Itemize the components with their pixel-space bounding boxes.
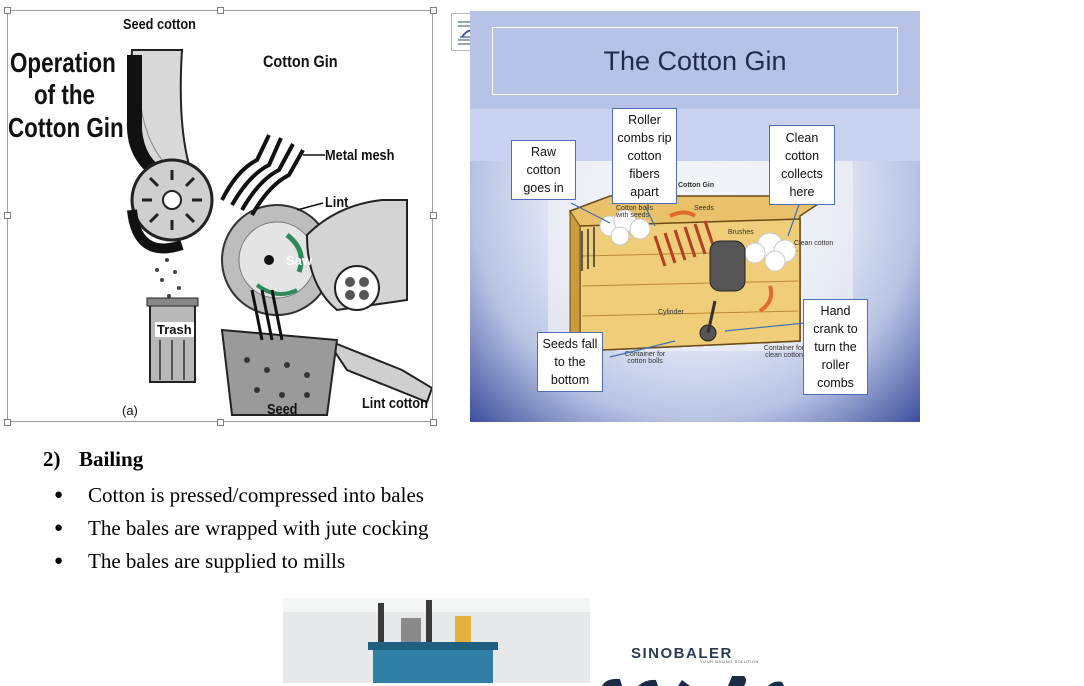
seed-cotton-label: Seed cotton bbox=[123, 16, 196, 33]
machine-clean-cotton-label: Clean cotton bbox=[794, 240, 834, 247]
resize-handle-top-middle[interactable] bbox=[217, 7, 224, 14]
bullet-text: The bales are supplied to mills bbox=[88, 549, 346, 573]
cut-off-heading-graphic bbox=[602, 676, 784, 686]
cotton-gin-diagram bbox=[126, 49, 434, 416]
section-title: Bailing bbox=[79, 447, 144, 471]
bullet-icon: ● bbox=[54, 520, 64, 536]
lint-cotton-label: Lint cotton bbox=[362, 395, 428, 412]
trash-label: Trash bbox=[155, 322, 194, 337]
cotton-gin-machine-illustration bbox=[548, 161, 853, 358]
figure1-title-line-2: of the bbox=[34, 79, 95, 110]
cotton-gin-slide-image[interactable]: The Cotton Gin Cotton Gin bbox=[470, 11, 920, 422]
resize-handle-middle-left[interactable] bbox=[4, 212, 11, 219]
sinobaler-logo: SINOBALER bbox=[631, 645, 733, 662]
baling-machine-graphic bbox=[283, 598, 590, 683]
section-heading: 2) Bailing bbox=[43, 447, 143, 472]
callout-clean-cotton: Clean cotton collects here bbox=[769, 125, 835, 205]
lint-label: Lint bbox=[325, 194, 349, 211]
callout-seeds-fall: Seeds fall to the bottom bbox=[537, 332, 603, 392]
cotton-gin-label: Cotton Gin bbox=[263, 52, 338, 71]
callout-hand-crank: Hand crank to turn the roller combs bbox=[803, 299, 868, 395]
machine-cotton-gin-label: Cotton Gin bbox=[678, 182, 715, 189]
bullet-icon: ● bbox=[54, 487, 64, 503]
resize-handle-bottom-left[interactable] bbox=[4, 419, 11, 426]
machine-brushes-label: Brushes bbox=[728, 229, 754, 236]
machine-seeds-label: Seeds bbox=[694, 205, 714, 212]
bullet-text: The bales are wrapped with jute cocking bbox=[88, 516, 429, 540]
resize-handle-bottom-right[interactable] bbox=[430, 419, 437, 426]
seed-label: Seed bbox=[267, 401, 298, 418]
resize-handle-top-right[interactable] bbox=[430, 7, 437, 14]
cotton-gin-operation-figure[interactable]: Operation of the Cotton Gin Seed cotton … bbox=[7, 10, 434, 422]
slide-title: The Cotton Gin bbox=[492, 27, 898, 95]
panel-label: (a) bbox=[122, 403, 138, 418]
machine-cylinder-label: Cylinder bbox=[658, 309, 684, 316]
saw-label: Saw bbox=[286, 253, 313, 268]
figure1-title-line-3: Cotton Gin bbox=[8, 112, 124, 143]
machine-container-clean-label: Container for clean cotton bbox=[763, 345, 805, 359]
machine-container-bolls-label: Container for cotton bolls bbox=[624, 351, 666, 365]
resize-handle-middle-right[interactable] bbox=[430, 212, 437, 219]
figure1-title-line-1: Operation bbox=[10, 47, 116, 78]
callout-raw-cotton: Raw cotton goes in bbox=[511, 140, 576, 200]
sinobaler-tagline: YOUR BALING SOLUTION bbox=[700, 659, 759, 664]
resize-handle-bottom-middle[interactable] bbox=[217, 419, 224, 426]
baling-machine-photo[interactable] bbox=[283, 598, 590, 683]
bullet-text: Cotton is pressed/compressed into bales bbox=[88, 483, 424, 507]
resize-handle-top-left[interactable] bbox=[4, 7, 11, 14]
section-number: 2) bbox=[43, 447, 61, 471]
metal-mesh-label: Metal mesh bbox=[325, 147, 395, 164]
callout-roller-combs: Roller combs rip cotton fibers apart bbox=[612, 108, 677, 204]
machine-cotton-bolls-label: Cotton bolls with seeds bbox=[616, 205, 653, 219]
bullet-icon: ● bbox=[54, 553, 64, 569]
